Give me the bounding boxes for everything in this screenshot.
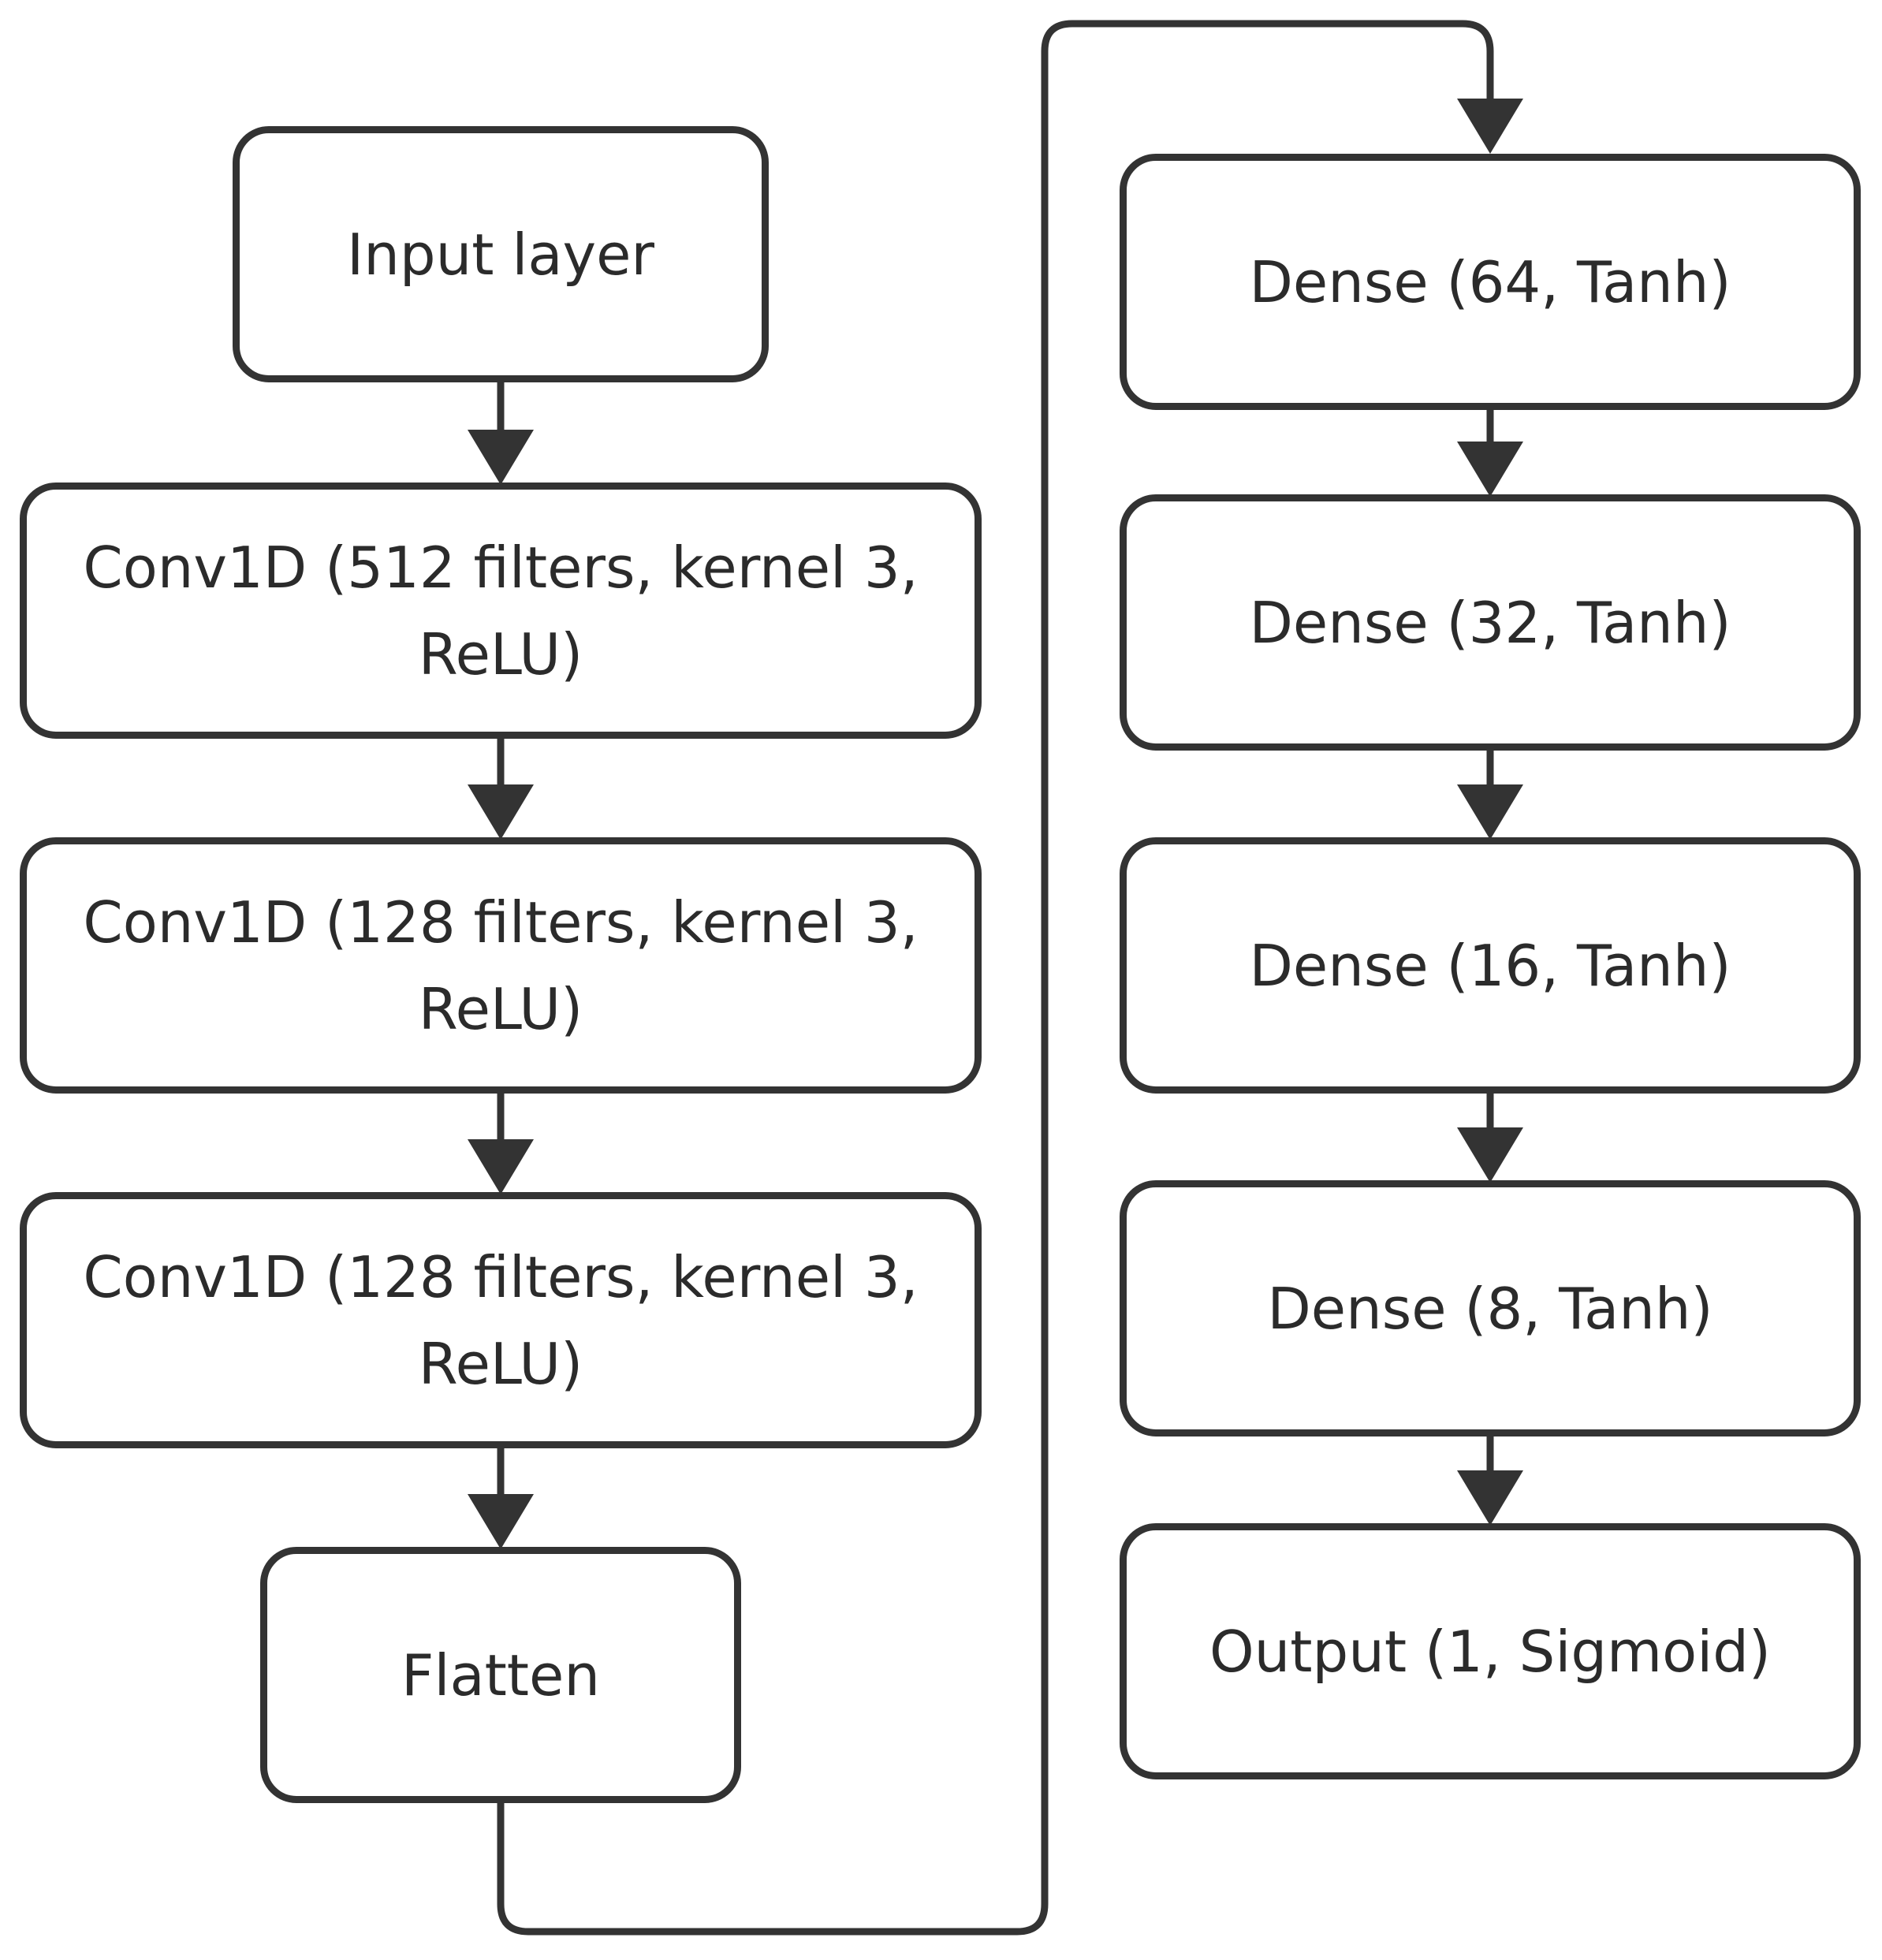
dense-16-node: Dense (16, Tanh)	[1120, 837, 1861, 1094]
node-label: Flatten	[401, 1641, 600, 1708]
arrowhead-dense8	[1457, 1127, 1523, 1183]
node-label: Dense (64, Tanh)	[1249, 248, 1731, 315]
arrowhead-output	[1457, 1470, 1523, 1526]
arrowhead-dense32	[1457, 442, 1523, 497]
conv1d-128-node-1: Conv1D (128 filters, kernel 3, ReLU)	[20, 837, 982, 1094]
node-label: Dense (16, Tanh)	[1249, 932, 1731, 999]
arrowhead-conv2	[468, 784, 534, 840]
node-label: Dense (32, Tanh)	[1249, 589, 1731, 656]
arrowhead-dense64	[1457, 99, 1523, 154]
dense-8-node: Dense (8, Tanh)	[1120, 1180, 1861, 1436]
node-label: Conv1D (512 filters, kernel 3, ReLU)	[83, 534, 919, 687]
output-node: Output (1, Sigmoid)	[1120, 1523, 1861, 1779]
edge-flatten-dense64	[497, 20, 1494, 1936]
node-label: Input layer	[347, 221, 654, 288]
node-label: Conv1D (128 filters, kernel 3, ReLU)	[83, 889, 919, 1042]
arrowhead-conv1	[468, 430, 534, 485]
arrowhead-dense16	[1457, 784, 1523, 840]
arrowhead-flatten	[468, 1494, 534, 1549]
node-label: Conv1D (128 filters, kernel 3, ReLU)	[83, 1243, 919, 1397]
node-label: Dense (8, Tanh)	[1267, 1275, 1713, 1342]
arrowhead-conv3	[468, 1139, 534, 1194]
conv1d-512-node: Conv1D (512 filters, kernel 3, ReLU)	[20, 483, 982, 739]
node-label: Output (1, Sigmoid)	[1209, 1618, 1772, 1685]
dense-32-node: Dense (32, Tanh)	[1120, 494, 1861, 751]
dense-64-node: Dense (64, Tanh)	[1120, 154, 1861, 410]
input-layer-node: Input layer	[233, 126, 769, 382]
conv1d-128-node-2: Conv1D (128 filters, kernel 3, ReLU)	[20, 1192, 982, 1448]
flatten-node: Flatten	[260, 1547, 741, 1803]
